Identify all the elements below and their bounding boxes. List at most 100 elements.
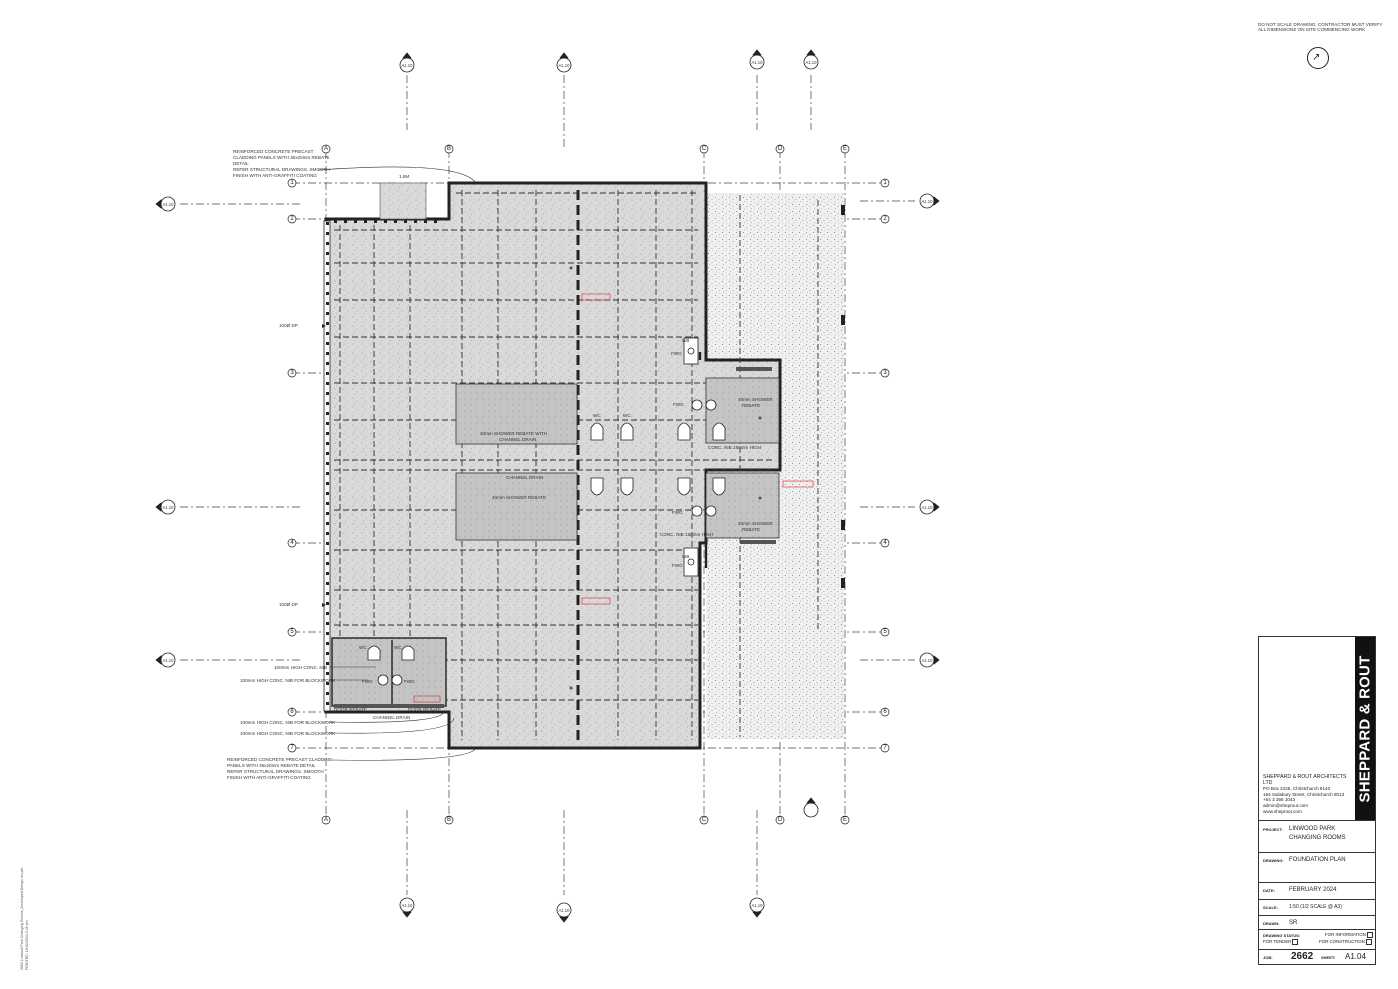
note-bottom-left-3: REFER STRUCTURAL DRAWINGS. SMOOTH (227, 769, 324, 774)
firm-phone: +64 3 366 1043 (1263, 797, 1296, 803)
note-nib-4: 100mm HIGH CONC. NIB FOR BLOCKWORK (240, 731, 336, 736)
section-tag-bottom-3: A1.10 (752, 903, 764, 908)
disclaimer-line-2: ALL DIMENSIONS ON SITE COMMENCING WORK (1258, 27, 1366, 33)
note-downpipe-1: 100Ø DP (279, 323, 298, 328)
note-shower-rebate-1: 40mm SHOWER REBATE WITH (480, 431, 547, 436)
print-date: PRINTED: 19/02/2024 3:45 pm (24, 920, 29, 970)
shower-rebate-north (455, 383, 578, 445)
section-tag-right-1: A1.10 (922, 199, 934, 204)
note-bottom-left-1: REINFORCED CONCRETE PRECAST CLADDING (227, 757, 333, 762)
grid-markers (287, 144, 890, 825)
grid-col-c-top: C (702, 146, 707, 152)
note-top-left-2: CLADDING PANELS WITH 35x20mm REBATE (233, 155, 330, 160)
label-fwg-4: FWG (672, 563, 683, 568)
grid-row-4-left: 4 (290, 540, 294, 546)
grid-col-d-bottom: D (778, 817, 783, 823)
drawing-row: DRAWING: FOUNDATION PLAN (1259, 852, 1375, 883)
file-path: 2662 Linwood Park Changing Rooms_Develop… (20, 867, 24, 970)
label-wc-4: WC (394, 645, 402, 650)
drawing-title: FOUNDATION PLAN (1289, 857, 1346, 863)
grid-col-c-bottom: C (702, 817, 707, 823)
label-fwg-6: FWG (404, 679, 415, 684)
section-tag-top-4: A1.10 (806, 60, 818, 65)
note-nib-1: 100mm HIGH CONC. NIB (274, 665, 327, 670)
grid-row-7-right: 7 (883, 745, 887, 751)
drawn-value: SR (1289, 920, 1298, 926)
note-conc-nib-1: CONC. NIB 150mm HIGH (708, 445, 761, 450)
section-tag-top-2: A1.10 (559, 63, 571, 68)
status-tender-checkbox[interactable] (1292, 939, 1299, 945)
section-tag-right-2: A1.10 (922, 505, 934, 510)
disclaimer-note: DO NOT SCALE DRAWING. CONTRACTOR MUST VE… (1258, 22, 1384, 33)
scale-label: SCALE: (1263, 905, 1278, 910)
status-construction-label: FOR CONSTRUCTION (1319, 939, 1365, 945)
section-tag-bottom-2: A1.10 (559, 908, 571, 913)
note-rebate-2: REBATE (742, 527, 760, 532)
note-rebate: REBATE (742, 403, 760, 408)
grid-col-a-bottom: A (324, 817, 328, 823)
sheet-number: A1.04 (1345, 952, 1366, 961)
scale-row: SCALE: 1:50 (1/2 SCALE @ A3) (1259, 899, 1375, 916)
note-conc-nib-2: CONC. NIB 150mm HIGH (660, 532, 713, 537)
status-construction-checkbox[interactable] (1365, 939, 1372, 945)
section-tag-left-1: A1.10 (163, 202, 175, 207)
grid-row-1-left: 1 (290, 180, 294, 186)
drawn-label: DRAWN: (1263, 921, 1280, 926)
label-wb-2: WB (682, 554, 689, 559)
status-label: DRAWING STATUS: (1263, 933, 1301, 938)
note-door-rebate-1: DOOR REBATE (334, 707, 367, 712)
grid-row-6-right: 6 (883, 709, 887, 715)
label-fwg-5: FWG (362, 679, 373, 684)
label-wc-3: WC (359, 645, 367, 650)
file-reference: 2662 Linwood Park Changing Rooms_Develop… (20, 830, 44, 970)
label-wc-2: WC (623, 413, 631, 418)
note-dim-top: 1.8M (399, 174, 409, 179)
note-downpipe-2: 100Ø DP (279, 602, 298, 607)
grid-row-7-left: 7 (290, 745, 294, 751)
brand-name: SHEPPARD & ROUT (1356, 655, 1374, 802)
note-channel-drain-3: CHANNEL DRAIN (373, 715, 410, 720)
grid-col-a-top: A (324, 146, 328, 152)
status-info: FOR INFORMATION (1325, 932, 1373, 938)
wash-basins (377, 337, 717, 686)
date-row: DATE: FEBRUARY 2024 (1259, 882, 1375, 897)
wc-fixtures (367, 422, 726, 661)
scale-value: 1:50 (1/2 SCALE @ A3) (1289, 904, 1342, 910)
status-info-label: FOR INFORMATION (1325, 932, 1366, 938)
job-label: JOB: (1263, 955, 1273, 960)
section-tag-top-3: A1.10 (752, 60, 764, 65)
note-bottom-left-2: PANELS WITH 35x20mm REBATE DETAIL (227, 763, 316, 768)
grid-row-5-left: 5 (290, 629, 294, 635)
label-wb-1: WB (682, 338, 689, 343)
date-label: DATE: (1263, 888, 1275, 893)
grid-row-5-right: 5 (883, 629, 887, 635)
status-row: DRAWING STATUS: FOR INFORMATION FOR TEND… (1259, 929, 1375, 950)
drawing-label: DRAWING: (1263, 858, 1284, 863)
note-door-rebate-2: DOOR REBATE (408, 707, 441, 712)
firm-address-2: 164 Salisbury Street, Christchurch 8013 (1263, 791, 1345, 797)
project-row: PROJECT: LINWOOD PARK CHANGING ROOMS (1259, 820, 1375, 853)
project-name-2: CHANGING ROOMS (1289, 835, 1346, 841)
foundation-beams (334, 190, 819, 740)
section-tag-top-1: A1.10 (402, 63, 414, 68)
note-shower-rebate-2: 40mm SHOWER REBATE (492, 495, 546, 500)
label-fwg-3: FWG (672, 510, 683, 515)
grid-col-e-top: E (843, 146, 847, 152)
grid-row-2-right: 2 (883, 216, 887, 222)
grid-row-1-right: 1 (883, 180, 887, 186)
section-tag-bottom-1: A1.10 (402, 903, 414, 908)
grid-row-6-left: 6 (290, 709, 294, 715)
job-row: JOB: 2662 SHEET: A1.04 (1259, 949, 1375, 965)
note-nib-2: 100mm HIGH CONC. NIB FOR BLOCKWORK (240, 678, 336, 683)
section-tags (155, 49, 940, 923)
firm-email: admin@sheprout.com (1263, 802, 1309, 808)
note-bottom-left-4: FINISH WITH ANTI-GRAFFITI COATING (227, 775, 311, 780)
title-block: SHEPPARD & ROUT SHEPPARD & ROUT ARCHITEC… (1258, 636, 1376, 965)
sheet-label: SHEET: (1321, 955, 1336, 960)
status-info-checkbox[interactable] (1366, 932, 1373, 938)
job-number: 2662 (1291, 951, 1314, 962)
label-fwg-2: FWG (673, 402, 684, 407)
note-channel-drain-1: CHANNEL DRAIN (499, 437, 536, 442)
toilet-room (331, 637, 447, 707)
